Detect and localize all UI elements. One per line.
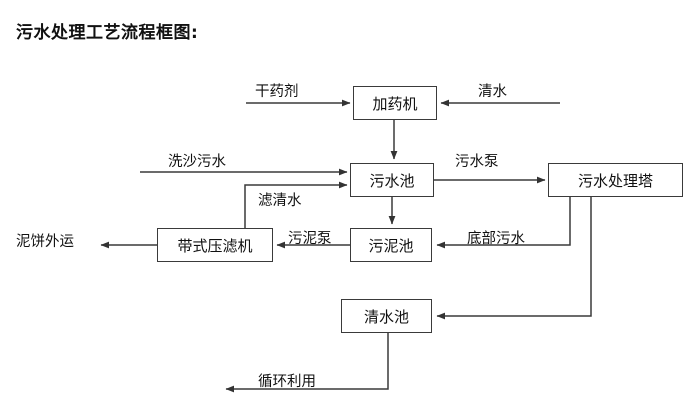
node-belt-filter-press[interactable]: 带式压滤机 [157,228,273,262]
node-label-dosing-machine: 加药机 [372,94,418,113]
connector-tower-to-clean-water [436,197,592,320]
node-clean-water-pool[interactable]: 清水池 [341,299,432,333]
node-dosing-machine[interactable]: 加药机 [353,86,437,120]
edge-label-wastewater-pump: 污水泵 [455,154,499,170]
edge-label-sludge-pump: 污泥泵 [288,231,332,247]
node-label-wastewater-pool: 污水池 [369,171,415,190]
edge-label-bottom-wastewater: 底部污水 [467,231,525,247]
edge-label-sand-wash-water: 洗沙污水 [168,154,226,170]
edge-label-dry-chemical: 干药剂 [255,84,299,100]
node-treatment-tower[interactable]: 污水处理塔 [548,163,683,197]
edge-label-clean-water-in: 清水 [478,84,507,100]
edge-label-filtered-water: 滤清水 [258,193,302,209]
edge-label-recycling-use: 循环利用 [258,374,316,390]
page-title: 污水处理工艺流程框图: [16,23,199,43]
node-label-treatment-tower: 污水处理塔 [577,171,653,190]
connector-filtered-water [244,181,348,228]
terminal-label-mud-cake-out: 泥饼外运 [16,234,74,250]
node-sludge-pool[interactable]: 污泥池 [350,228,432,262]
node-wastewater-pool[interactable]: 污水池 [350,163,434,197]
node-label-sludge-pool: 污泥池 [368,236,414,255]
connector-bottom-wastewater [436,197,571,249]
node-label-clean-water-pool: 清水池 [363,307,409,326]
node-label-belt-filter-press: 带式压滤机 [177,236,253,255]
connector-recycling-use [225,333,389,393]
